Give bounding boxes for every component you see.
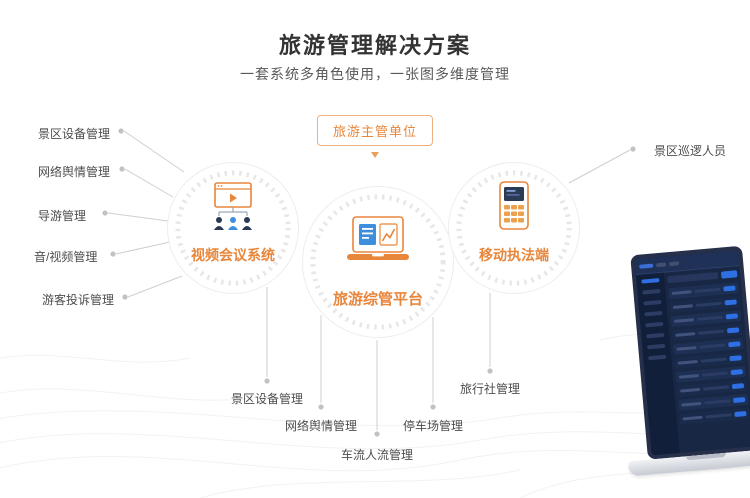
authority-box: 旅游主管单位 (316, 115, 434, 146)
side-label: 景区巡逻人员 (654, 144, 727, 158)
node-label: 旅游综管平台 (332, 291, 423, 308)
page-title: 旅游管理解决方案 (278, 33, 471, 58)
authority-label: 旅游主管单位 (332, 124, 418, 139)
node-mobile-enforcement: 移动执法端 (448, 162, 580, 294)
side-label: 景区设备管理 (231, 392, 304, 406)
side-label: 游客投诉管理 (42, 293, 115, 307)
side-label: 导游管理 (38, 209, 87, 223)
node-ring (310, 194, 446, 330)
side-label: 网络舆情管理 (285, 419, 358, 433)
side-label: 停车场管理 (403, 419, 464, 433)
laptop-screen-content (664, 266, 750, 454)
node-ring (175, 170, 291, 286)
side-label: 网络舆情管理 (38, 165, 111, 179)
side-label: 景区设备管理 (38, 127, 111, 141)
side-label: 音/视频管理 (34, 250, 98, 264)
down-arrow-icon (371, 152, 379, 158)
mobile-terminal-icon (499, 181, 529, 230)
laptop-mockup (618, 244, 750, 485)
node-tourism-platform: 旅游综管平台 (302, 186, 454, 338)
node-label: 移动执法端 (479, 247, 549, 263)
node-video-conference: 视频会议系统 (167, 162, 299, 294)
node-ring (456, 170, 572, 286)
video-conference-icon (214, 182, 252, 230)
side-label: 车流人流管理 (341, 448, 414, 462)
node-label: 视频会议系统 (191, 247, 275, 263)
laptop-screen (630, 245, 750, 460)
side-label: 旅行社管理 (460, 382, 521, 396)
page-subtitle: 一套系统多角色使用，一张图多维度管理 (240, 66, 510, 82)
laptop-chart-icon (347, 216, 409, 260)
